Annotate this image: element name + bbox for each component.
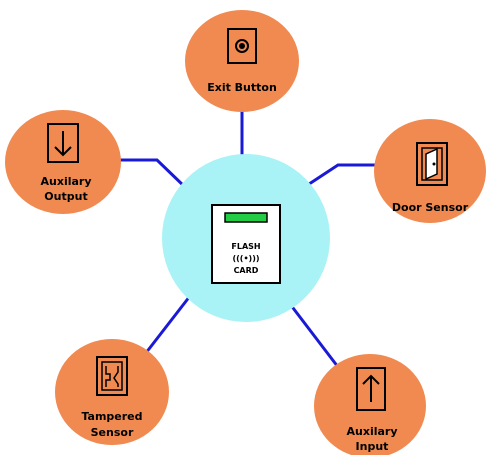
card-line-2: (((•))) — [232, 254, 259, 263]
node-tampered-sensor: Tampered Sensor — [55, 339, 169, 445]
tamper-switch-icon — [96, 356, 128, 396]
auxilary-output-label-1: Auxilary — [41, 175, 92, 188]
card-line-3: CARD — [234, 266, 259, 275]
controller-hub: FLASH (((•))) CARD — [162, 154, 330, 322]
auxilary-output-label-2: Output — [44, 190, 87, 203]
exit-button-label: Exit Button — [207, 81, 277, 94]
arrow-down-icon — [47, 123, 79, 163]
arrow-up-icon — [356, 367, 386, 411]
connector-tampered-sensor — [140, 295, 192, 359]
tampered-sensor-label-2: Sensor — [91, 426, 134, 439]
auxilary-input-label-2: Input — [356, 440, 389, 453]
node-door-sensor: Door Sensor — [374, 119, 486, 223]
push-button-icon — [227, 28, 257, 64]
node-exit-button-circle — [185, 10, 299, 112]
node-auxilary-input-circle — [314, 354, 426, 455]
node-exit-button: Exit Button — [185, 10, 299, 112]
connector-auxilary-input — [288, 303, 340, 368]
connector-auxilary-output — [115, 158, 188, 190]
node-auxilary-output: Auxilary Output — [5, 110, 121, 214]
tampered-sensor-label-1: Tampered — [81, 410, 142, 423]
connector-door-sensor — [299, 163, 386, 192]
node-auxilary-input: Auxilary Input — [314, 354, 426, 455]
node-tampered-sensor-circle — [55, 339, 169, 445]
door-icon — [416, 142, 448, 186]
card-line-1: FLASH — [231, 242, 260, 251]
card-chip — [224, 212, 268, 223]
door-sensor-label: Door Sensor — [392, 201, 469, 214]
auxilary-input-label-1: Auxilary — [347, 425, 398, 438]
